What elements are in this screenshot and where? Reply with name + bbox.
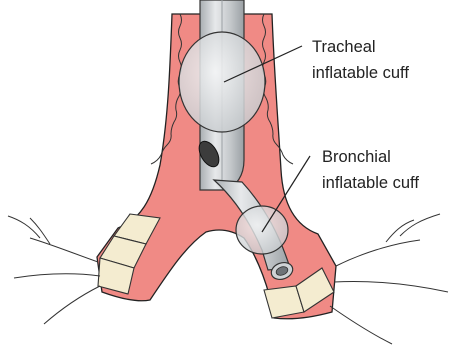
tracheal-cuff-label-line1: Tracheal: [312, 38, 376, 56]
left-bronchus-branches: [8, 216, 100, 324]
tracheal-cuff: [179, 32, 265, 132]
right-bronchus-branches: [330, 214, 448, 344]
bronchial-cuff-label-line1: Bronchial: [322, 148, 391, 166]
bronchial-cuff-label-line2: inflatable cuff: [322, 174, 419, 192]
tracheal-cuff-label-line2: inflatable cuff: [312, 64, 409, 82]
bronchial-cuff: [236, 206, 288, 254]
